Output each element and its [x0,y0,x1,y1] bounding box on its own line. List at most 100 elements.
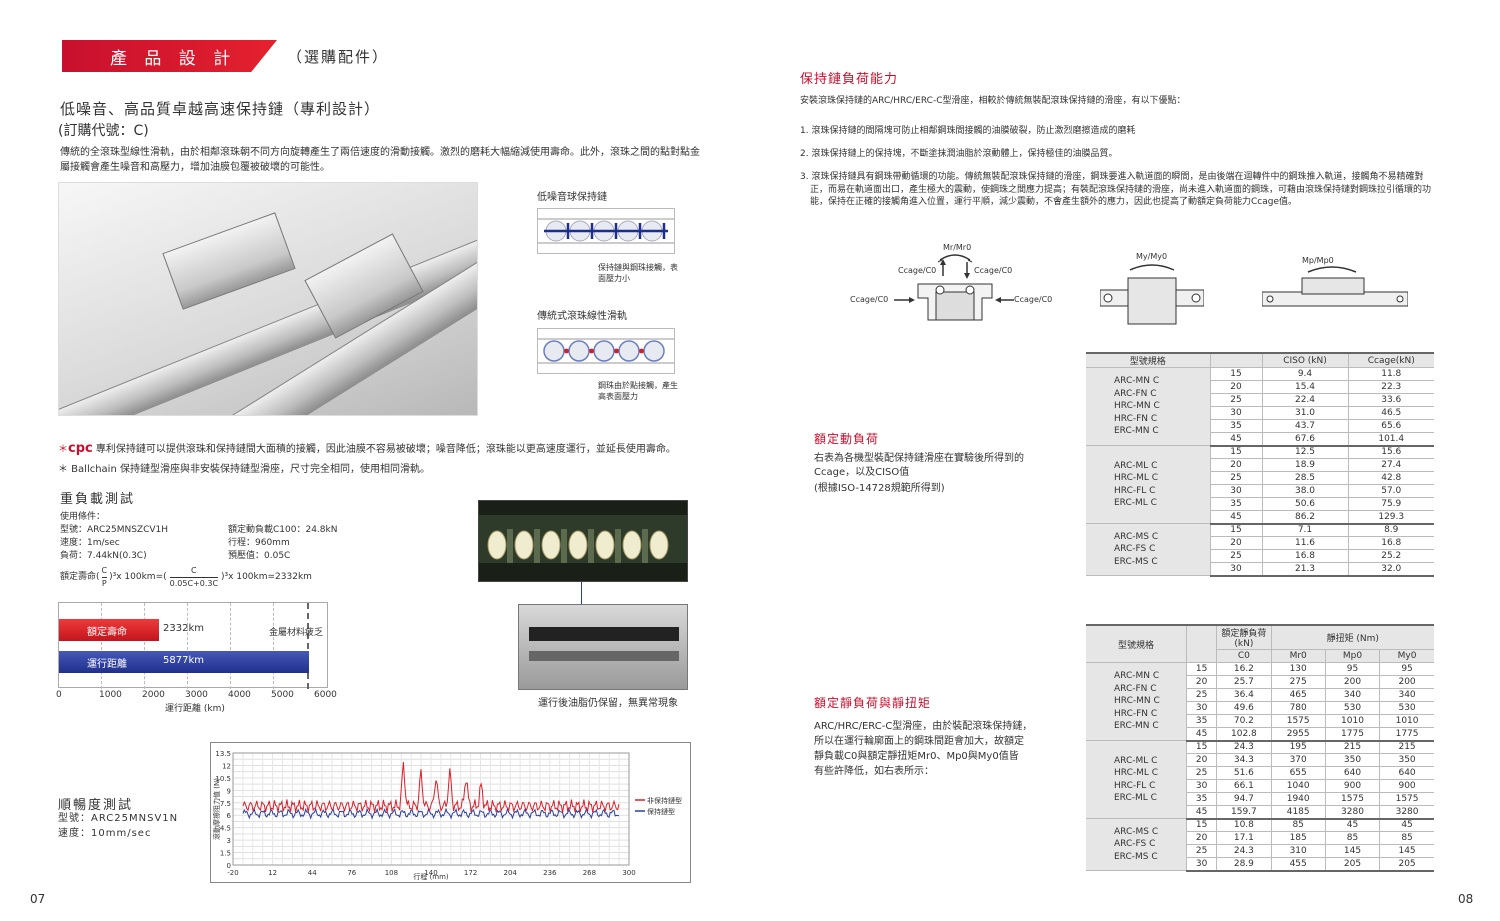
mr-label: Mr/Mr0 [943,243,972,252]
table-cell: 1775 [1379,727,1434,742]
stat-line-1: ARC/HRC/ERC-C型滑座，由於裝配滾珠保持鏈， [814,721,1033,732]
block-cutaway-photo [518,604,688,690]
table-cell: 16.8 [1261,549,1348,563]
table-cell: 215 [1379,740,1434,754]
model-name: HRC-FL C [1114,780,1156,791]
x-tick: 76 [347,869,356,877]
table-cell: 1940 [1270,792,1326,806]
table-cell: 30 [1186,701,1217,715]
cond-load: 負荷：7.44kN(0.3C) [60,551,147,561]
y-tick: 4.5 [220,825,231,833]
table-cell: 42.8 [1347,471,1434,485]
cpc-text: 專利保持鏈可以提供滾珠和保持鏈間大面積的接觸，因此油膜不容易被破壞；噪音降低；滾… [95,444,676,455]
model-name: ARC-MN C [1114,671,1160,682]
x-axis-label: 行程 (mm) [413,872,449,881]
table-cell: 8.9 [1347,523,1434,537]
x-tick: 140 [424,869,437,877]
table-cell: 1575 [1324,792,1380,806]
banner-title: 產 品 設 計 [110,49,237,69]
model-name: ARC-FS C [1114,839,1156,850]
table-cell: 215 [1324,740,1380,754]
advantage-2: 2. 滾珠保持鏈上的保持塊，不斷塗抹潤油脂於滾動體上，保持極佳的油膜品質。 [800,149,1118,159]
schem2-note: 鋼珠由於點接觸，產生高表面壓力 [598,381,678,402]
smooth-test-title: 順暢度測試 [58,798,134,813]
model-name: HRC-FN C [1114,708,1158,719]
x-tick: 108 [385,869,398,877]
table-cell: 28.9 [1216,857,1272,872]
block-back [162,212,296,310]
y-axis-label: 滾動摩擦阻力值 (N) [212,778,221,840]
x-tick: 268 [583,869,596,877]
table-cell: 25 [1209,471,1262,485]
model-name: HRC-ML C [1114,473,1159,483]
model-name: ARC-MS C [1114,826,1159,837]
table-cell: 2955 [1270,727,1326,742]
table-cell: 24.3 [1216,844,1272,858]
left-heading: 低噪音、高品質卓越高速保持鏈（專利設計） [60,100,381,118]
table-cell: 49.6 [1216,701,1272,715]
table-cell: 16.8 [1347,536,1434,550]
y-tick: 10.5 [215,775,231,783]
table-cell: 145 [1324,844,1380,858]
advantage-1: 1. 滾珠保持鏈的間隔塊可防止相鄰鋼珠間接觸的油膜破裂，防止激烈磨擦造成的磨耗 [800,126,1136,136]
stat-line-4: 有些許降低，如右表所示： [814,766,934,777]
plot-frame [232,752,630,866]
table-cell: 30 [1209,484,1262,498]
fatigue-line [307,603,309,689]
table-cell: 95 [1324,662,1380,676]
cpc-star: ＊ [58,444,68,455]
table-cell: 145 [1379,844,1434,858]
table-cell: 35 [1209,497,1262,511]
table-cell: 45 [1324,818,1380,832]
table-cell: 94.7 [1216,792,1272,806]
y-tick: 9 [227,787,231,795]
t2-h-my: My0 [1379,649,1434,663]
distance-chart: 額定壽命 2332km 金屬材料疲乏 運行距離 5877km [58,602,328,689]
table-cell: 86.2 [1261,510,1348,525]
order-code: (訂購代號：C) [58,123,149,139]
smooth-speed: 速度：10mm/sec [58,828,152,839]
table-cell: 21.3 [1261,562,1348,577]
model-name: HRC-MN C [1114,401,1160,412]
table-cell: 25 [1209,549,1262,563]
table-cell: 70.2 [1216,714,1272,728]
table-cell: 1010 [1379,714,1434,728]
cpc-logo: cpc [68,441,93,456]
t2-h-c0: C0 [1216,649,1272,663]
table-cell: 35 [1209,419,1262,433]
table-cell: 15 [1186,818,1217,832]
model-name: HRC-FN C [1114,413,1158,424]
y-tick: 7.5 [220,800,231,808]
distance-tick: 1000 [99,690,122,700]
model-name: ARC-ML C [1114,460,1158,471]
model-name: ERC-ML C [1114,498,1157,508]
table-cell: 130 [1270,662,1326,676]
table-cell: 3280 [1379,805,1434,820]
table-cell: 530 [1324,701,1380,715]
grid-line [101,603,102,689]
table-cell: 30 [1209,562,1262,577]
x-tick: -20 [227,869,238,877]
my-label: My/My0 [1136,252,1168,261]
table-cell: 45 [1186,727,1217,742]
table-cell: 30 [1209,406,1262,420]
run-bar: 運行距離 5877km [59,651,309,673]
load-test-title: 重負載測試 [60,492,136,507]
table-cell: 66.1 [1216,779,1272,793]
table-cell: 780 [1270,701,1326,715]
life-value: 2332km [163,623,204,634]
stat-line-2: 所以在運行輪廓面上的鋼珠間距會加大，故額定 [814,736,1024,747]
intro-paragraph: 傳統的全滾珠型線性滑軌，由於相鄰滾珠朝不同方向旋轉產生了兩倍速度的滑動接觸。激烈… [60,147,700,173]
table-cell: 640 [1324,766,1380,780]
